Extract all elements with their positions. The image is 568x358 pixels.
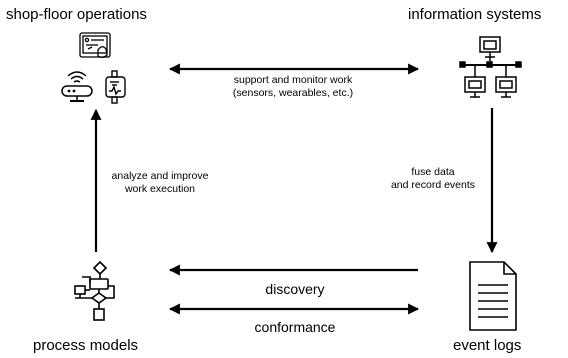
- fuse-line-2: and record events: [390, 179, 476, 191]
- process-models-label: process models: [33, 337, 139, 354]
- support-monitor-label: support and monitor work (sensors, weara…: [218, 74, 368, 100]
- analyze-improve-label: analyze and improve work execution: [100, 170, 220, 196]
- shop-floor-operations-label: shop-floor operations: [6, 6, 147, 23]
- event-logs-label: event logs: [453, 337, 522, 354]
- support-line-1: support and monitor work: [233, 74, 353, 86]
- support-line-2: (sensors, wearables, etc.): [232, 87, 354, 99]
- flowchart-icon: [74, 260, 115, 321]
- conformance-label: conformance: [254, 319, 336, 335]
- document-icon: [469, 261, 517, 331]
- network-computers-icon: [459, 36, 522, 98]
- fuse-line-1: fuse data: [411, 166, 455, 178]
- analyze-line-1: analyze and improve: [111, 170, 209, 182]
- information-systems-label: information systems: [408, 6, 542, 23]
- fuse-data-label: fuse data and record events: [378, 166, 488, 192]
- discovery-label: discovery: [265, 281, 325, 297]
- wifi-router-icon: [61, 71, 93, 102]
- smartwatch-icon: [105, 70, 126, 104]
- analyze-line-2: work execution: [124, 183, 196, 195]
- tablet-hand-icon: [79, 32, 111, 58]
